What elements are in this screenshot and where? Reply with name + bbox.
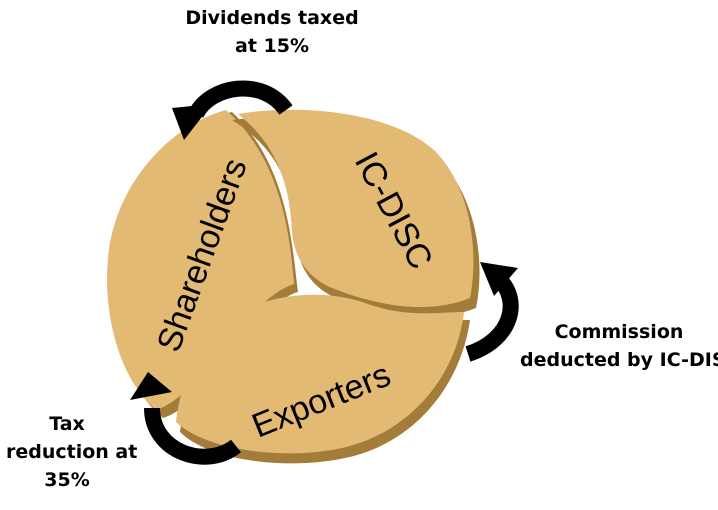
petal-shareholders-face xyxy=(107,110,294,410)
flow-label-line: at 15% xyxy=(235,35,309,57)
petal-exporters-face xyxy=(176,294,464,454)
flow-label-line: deducted by IC-DISC xyxy=(520,349,718,371)
petal-exporters: Exporters xyxy=(176,294,470,464)
petal-ic-disc-face xyxy=(238,109,474,307)
flow-label-tax: Tax reduction at 35% xyxy=(6,410,138,494)
flow-label-dividends: Dividends taxed at 15% xyxy=(180,4,364,60)
flow-label-line: Dividends taxed xyxy=(185,7,359,29)
flow-label-line: Tax xyxy=(49,413,85,435)
flow-label-line: reduction at xyxy=(6,441,138,463)
flow-label-line: Commission xyxy=(554,321,684,343)
flow-label-line: 35% xyxy=(44,469,90,491)
curved-arrow-icon xyxy=(465,262,519,362)
flow-label-commission: Commission deducted by IC-DISC xyxy=(520,318,718,374)
petal-ic-disc: IC-DISC xyxy=(232,109,480,317)
curved-arrow-icon xyxy=(172,80,293,140)
curved-arrow-icon xyxy=(130,372,241,465)
